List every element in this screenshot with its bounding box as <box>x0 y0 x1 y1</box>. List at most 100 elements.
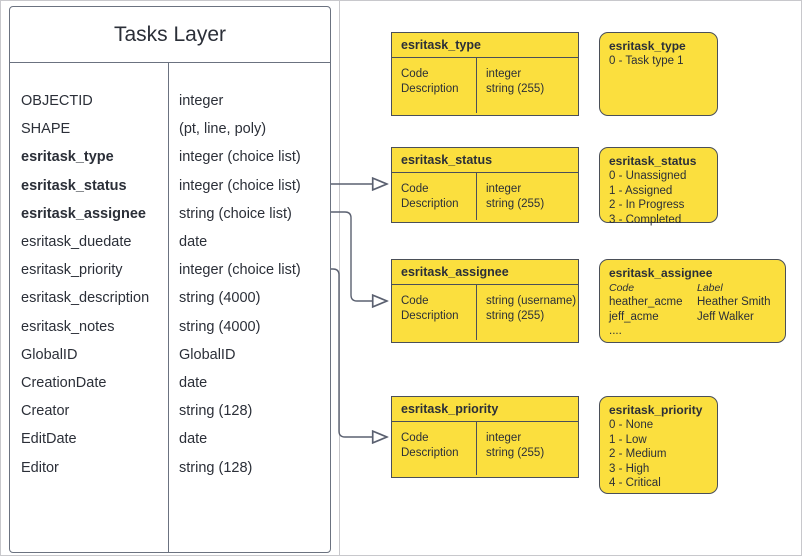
field-type: date <box>179 234 208 251</box>
schema-card-title: esritask_assignee <box>392 260 578 285</box>
table-row: esritask_assignee string (choice list) <box>10 200 330 228</box>
table-row: esritask_description string (4000) <box>10 284 330 312</box>
schema-card-body: Code Description integer string (255) <box>392 422 578 475</box>
schema-card-esritask-status: esritask_status Code Description integer… <box>391 147 579 223</box>
schema-field-type: string (255) <box>486 83 545 95</box>
field-type: string (128) <box>179 403 253 420</box>
table-row: OBJECTID integer <box>10 87 330 115</box>
schema-field-label: Description <box>401 447 459 459</box>
field-name: esritask_priority <box>21 262 123 279</box>
schema-card-left-col: Code Description <box>392 58 477 113</box>
field-name: esritask_type <box>21 149 114 166</box>
field-name: OBJECTID <box>21 93 93 110</box>
field-name: esritask_assignee <box>21 205 146 222</box>
value-card-item: 1 - Assigned <box>609 184 673 197</box>
schema-field-label: Code <box>401 183 429 195</box>
value-card-item: 2 - In Progress <box>609 199 685 211</box>
table-row: CreationDate date <box>10 369 330 397</box>
value-card-title: esritask_status <box>609 154 697 168</box>
table-row: esritask_priority integer (choice list) <box>10 256 330 284</box>
value-card-item: 1 - Low <box>609 433 647 446</box>
tasks-layer-body: OBJECTID integer SHAPE (pt, line, poly) … <box>10 63 330 552</box>
value-card-esritask-priority: esritask_priority 0 - None 1 - Low 2 - M… <box>599 396 718 494</box>
table-row: esritask_duedate date <box>10 228 330 256</box>
column-divider <box>168 63 169 552</box>
schema-field-type: string (255) <box>486 447 545 459</box>
schema-field-type: string (255) <box>486 198 545 210</box>
schema-card-right-col: string (username) string (255) <box>477 285 578 340</box>
field-name: GlobalID <box>21 346 78 363</box>
value-card-esritask-status: esritask_status 0 - Unassigned 1 - Assig… <box>599 147 718 226</box>
value-card-item: 4 - Critical <box>609 477 661 489</box>
field-type: string (4000) <box>179 318 261 335</box>
value-card-header-label: Label <box>697 282 723 294</box>
list-item: jeff_acme Jeff Walker <box>609 310 776 325</box>
schema-card-body: Code Description string (username) strin… <box>392 285 578 340</box>
schema-field-type: integer <box>486 432 522 444</box>
schema-field-label: Code <box>401 68 429 80</box>
field-type: (pt, line, poly) <box>179 121 267 138</box>
schema-card-body: Code Description integer string (255) <box>392 58 578 113</box>
table-row: esritask_status integer (choice list) <box>10 172 330 200</box>
schema-field-label: Code <box>401 295 429 307</box>
value-card-ellipsis: .... <box>609 325 622 337</box>
field-type: date <box>179 374 208 391</box>
value-card-esritask-assignee: esritask_assignee Code Label heather_acm… <box>599 259 786 343</box>
field-type: string (choice list) <box>179 205 292 222</box>
field-name: CreationDate <box>21 374 107 391</box>
value-card-title: esritask_type <box>609 39 686 53</box>
schema-field-type: integer <box>486 68 522 80</box>
schema-card-esritask-assignee: esritask_assignee Code Description strin… <box>391 259 579 343</box>
table-row: Editor string (128) <box>10 453 330 481</box>
schema-card-esritask-priority: esritask_priority Code Description integ… <box>391 396 579 478</box>
schema-field-label: Description <box>401 198 459 210</box>
value-card-label: Heather Smith <box>697 296 771 308</box>
schema-card-body: Code Description integer string (255) <box>392 173 578 220</box>
schema-card-title: esritask_status <box>392 148 578 173</box>
value-card-esritask-type: esritask_type 0 - Task type 1 <box>599 32 718 116</box>
field-name: esritask_description <box>21 290 150 307</box>
field-name: esritask_duedate <box>21 234 132 251</box>
table-row: esritask_type integer (choice list) <box>10 143 330 171</box>
schema-card-title: esritask_type <box>392 33 578 58</box>
schema-field-type: string (255) <box>486 310 545 322</box>
table-row: EditDate date <box>10 425 330 453</box>
value-card-title: esritask_assignee <box>609 266 713 280</box>
value-card-item: 0 - Unassigned <box>609 170 687 182</box>
table-row: SHAPE (pt, line, poly) <box>10 115 330 143</box>
schema-card-left-col: Code Description <box>392 285 477 340</box>
schema-card-left-col: Code Description <box>392 173 477 220</box>
field-name: EditDate <box>21 431 77 448</box>
value-card-item: 0 - None <box>609 419 654 431</box>
value-card-item: 3 - High <box>609 462 650 475</box>
pane-divider <box>339 1 340 555</box>
field-type: date <box>179 431 208 448</box>
schema-card-right-col: integer string (255) <box>477 58 578 113</box>
value-card-code: jeff_acme <box>609 310 659 323</box>
schema-card-left-col: Code Description <box>392 422 477 475</box>
schema-card-title: esritask_priority <box>392 397 578 422</box>
value-card-item: 0 - Task type 1 <box>609 55 684 67</box>
field-type: GlobalID <box>179 346 236 363</box>
field-name: Creator <box>21 403 70 420</box>
field-type: integer (choice list) <box>179 177 301 194</box>
value-card-header-code: Code <box>609 282 635 294</box>
value-card-label: Jeff Walker <box>697 310 754 323</box>
tasks-layer-table: Tasks Layer OBJECTID integer SHAPE (pt, … <box>9 6 331 553</box>
schema-field-label: Description <box>401 83 459 95</box>
page-title: Tasks Layer <box>10 7 330 63</box>
schema-field-type: string (username) <box>486 295 577 307</box>
field-type: integer (choice list) <box>179 262 301 279</box>
field-type: integer <box>179 93 224 110</box>
field-type: string (4000) <box>179 290 261 307</box>
value-card-code: heather_acme <box>609 296 683 308</box>
schema-card-right-col: integer string (255) <box>477 173 578 220</box>
value-card-header-row: Code Label <box>609 281 776 295</box>
table-row: esritask_notes string (4000) <box>10 313 330 341</box>
field-name: SHAPE <box>21 121 71 138</box>
table-row: Creator string (128) <box>10 397 330 425</box>
schema-field-label: Code <box>401 432 429 444</box>
schema-field-type: integer <box>486 183 522 195</box>
field-name: Editor <box>21 459 59 476</box>
